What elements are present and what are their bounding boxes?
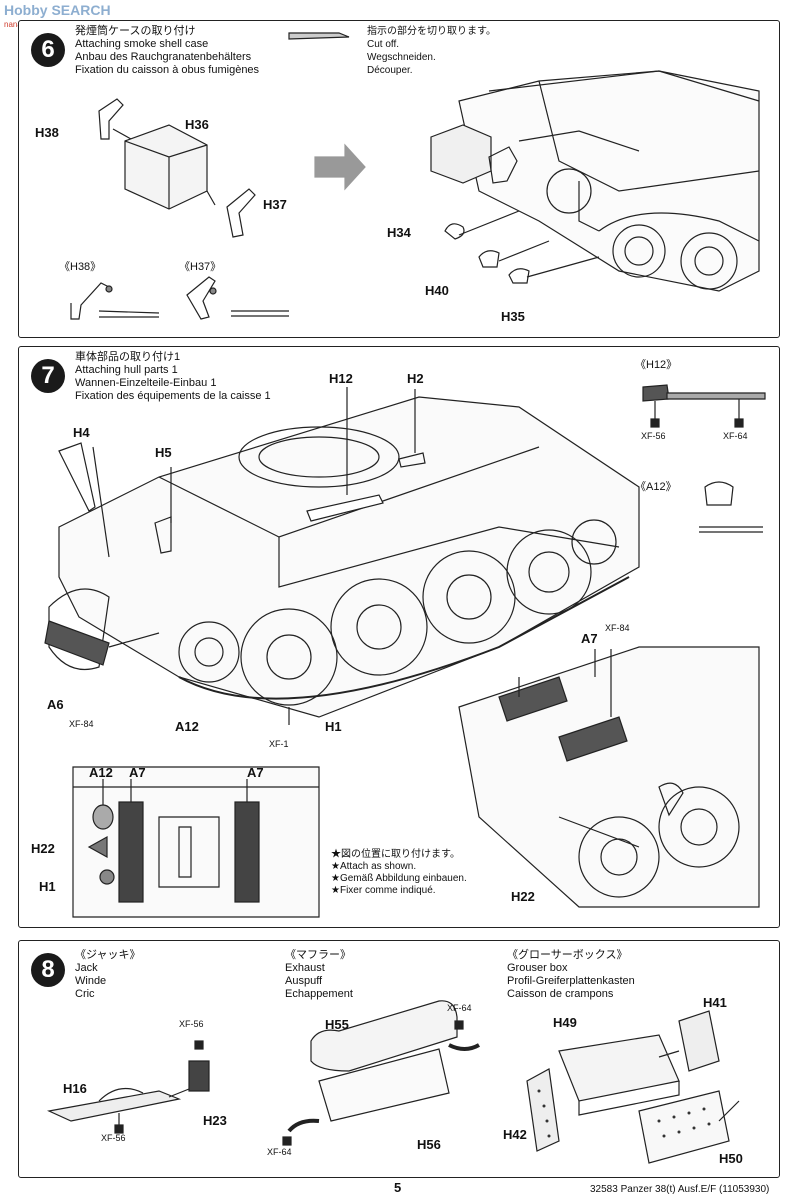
part-label-h5: H5 [155, 445, 172, 460]
exhaust-title: 《マフラー》 Exhaust Auspuff Echappement [285, 949, 353, 1001]
attach-note: ★図の位置に取り付けます。 ★Attach as shown. ★Gemäß A… [331, 849, 467, 897]
grouser-fr: Caisson de crampons [507, 988, 614, 1000]
part-label-a7-right: A7 [581, 631, 598, 646]
cut-en: Cut off. [367, 39, 400, 50]
note-fr: ★Fixer comme indiqué. [331, 885, 436, 896]
title-en: Attaching smoke shell case [75, 38, 209, 50]
exhaust-fr: Echappement [285, 988, 353, 1000]
part-label-h40: H40 [425, 283, 449, 298]
detail-h12-label: 《H12》 [635, 359, 678, 371]
jack-title: 《ジャッキ》 Jack Winde Cric [75, 949, 140, 1001]
jack-de: Winde [75, 975, 107, 987]
rear-label-h22: H22 [31, 841, 55, 856]
step-number: 7 [31, 359, 65, 393]
jack-en: Jack [75, 962, 98, 974]
grouser-holes [537, 1089, 711, 1138]
product-code: 32583 Panzer 38(t) Ausf.E/F (11053930) [590, 1184, 770, 1195]
note-de: ★Gemäß Abbildung einbauen. [331, 873, 467, 884]
paint-xf64-h12: XF-64 [723, 431, 748, 441]
part-label-h16: H16 [63, 1081, 87, 1096]
part-label-a12: A12 [175, 719, 199, 734]
paint-xf84-a6: XF-84 [69, 719, 94, 729]
step-6-panel: 6 発煙筒ケースの取り付け Attaching smoke shell case… [18, 20, 780, 338]
cut-jp: 指示の部分を切り取ります。 [367, 26, 496, 37]
detail-h38-label: 《H38》 [59, 261, 102, 273]
step-7-illustration [44, 384, 766, 918]
part-label-h49: H49 [553, 1015, 577, 1030]
paint-xf56-jack-top: XF-56 [179, 1019, 204, 1029]
note-en: ★Attach as shown. [331, 861, 417, 872]
part-label-h41: H41 [703, 995, 727, 1010]
paint-xf1: XF-1 [269, 739, 289, 749]
jack-jp: 《ジャッキ》 [75, 949, 141, 961]
part-label-h37: H37 [263, 197, 287, 212]
grouser-de: Profil-Greiferplattenkasten [507, 975, 635, 987]
title-en: Attaching hull parts 1 [75, 364, 178, 376]
detail-a12-label: 《A12》 [635, 481, 677, 493]
cut-de: Wegschneiden. [367, 52, 436, 63]
cut-off-instruction: 指示の部分を切り取ります。 Cut off. Wegschneiden. Déc… [367, 25, 496, 77]
note-jp: ★図の位置に取り付けます。 [331, 849, 460, 860]
detail-h37-label: 《H37》 [179, 261, 222, 273]
jack-fr: Cric [75, 988, 95, 1000]
step-8-illustration [47, 1000, 740, 1164]
exhaust-jp: 《マフラー》 [285, 949, 351, 961]
step-6-title: 発煙筒ケースの取り付け Attaching smoke shell case A… [75, 25, 259, 77]
rear-label-a7-left: A7 [129, 765, 146, 780]
cut-fr: Découper. [367, 65, 413, 76]
rear-label-h1: H1 [39, 879, 56, 894]
part-label-a6: A6 [47, 697, 64, 712]
title-fr: Fixation des équipements de la caisse 1 [75, 390, 271, 402]
step-number: 8 [31, 953, 65, 987]
part-label-h42: H42 [503, 1127, 527, 1142]
title-de: Wannen-Einzelteile-Einbau 1 [75, 377, 217, 389]
part-label-h22-right: H22 [511, 889, 535, 904]
title-jp: 発煙筒ケースの取り付け [75, 25, 196, 37]
step-number: 6 [31, 33, 65, 67]
paint-xf56-jack-bottom: XF-56 [101, 1133, 126, 1143]
part-label-h50: H50 [719, 1151, 743, 1166]
title-de: Anbau des Rauchgranatenbehälters [75, 51, 252, 63]
step-7-panel: 7 車体部品の取り付け1 Attaching hull parts 1 Wann… [18, 346, 780, 928]
grouser-jp: 《グローサーボックス》 [507, 949, 628, 961]
rear-label-a7-right: A7 [247, 765, 264, 780]
step-7-title: 車体部品の取り付け1 Attaching hull parts 1 Wannen… [75, 351, 271, 403]
exhaust-en: Exhaust [285, 962, 325, 974]
grouser-title: 《グローサーボックス》 Grouser box Profil-Greiferpl… [507, 949, 635, 1001]
title-jp: 車体部品の取り付け1 [75, 351, 181, 363]
step-6-illustration [70, 32, 760, 320]
step-8-panel: 8 《ジャッキ》 Jack Winde Cric H16 H23 XF-56 X… [18, 940, 780, 1178]
paint-xf64-exhaust-bottom: XF-64 [267, 1147, 292, 1157]
rear-label-a12: A12 [89, 765, 113, 780]
paint-xf56-h12: XF-56 [641, 431, 666, 441]
part-label-h38: H38 [35, 125, 59, 140]
paint-xf84-a7: XF-84 [605, 623, 630, 633]
part-label-h35: H35 [501, 309, 525, 324]
part-label-h12: H12 [329, 371, 353, 386]
part-label-h4: H4 [73, 425, 90, 440]
watermark-logo: Hobby SEARCH [4, 2, 111, 18]
paint-xf64-exhaust-top: XF-64 [447, 1003, 472, 1013]
part-label-h36: H36 [185, 117, 209, 132]
part-label-h23: H23 [203, 1113, 227, 1128]
part-label-h34: H34 [387, 225, 411, 240]
title-fr: Fixation du caisson à obus fumigènes [75, 64, 260, 76]
page-number: 5 [394, 1180, 402, 1195]
grouser-en: Grouser box [507, 962, 568, 974]
part-label-h1: H1 [325, 719, 342, 734]
part-label-h56: H56 [417, 1137, 441, 1152]
part-label-h2: H2 [407, 371, 424, 386]
exhaust-de: Auspuff [285, 975, 323, 987]
part-label-h55: H55 [325, 1017, 349, 1032]
